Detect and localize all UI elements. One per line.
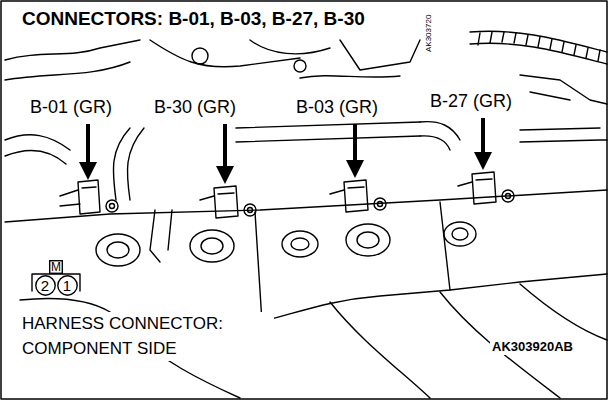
connector-label: B-01 (GR) <box>28 97 114 118</box>
key-tab: M <box>49 260 63 274</box>
connector-label: B-03 (GR) <box>294 97 380 118</box>
pin-number: 2 <box>35 275 56 296</box>
figure-code: AK303720 <box>424 13 433 54</box>
node-text: 1 <box>63 278 71 293</box>
node-text: 2 <box>41 278 49 293</box>
diagram-title: CONNECTORS: B-01, B-03, B-27, B-30 <box>20 8 367 30</box>
connector-label: B-27 (GR) <box>428 91 514 112</box>
node-text: M <box>51 261 61 273</box>
connector-label: B-30 (GR) <box>152 97 238 118</box>
pin-number: 1 <box>57 275 78 296</box>
view-note: HARNESS CONNECTOR: COMPONENT SIDE <box>20 312 274 361</box>
figure-code: AK303920AB <box>490 340 575 355</box>
